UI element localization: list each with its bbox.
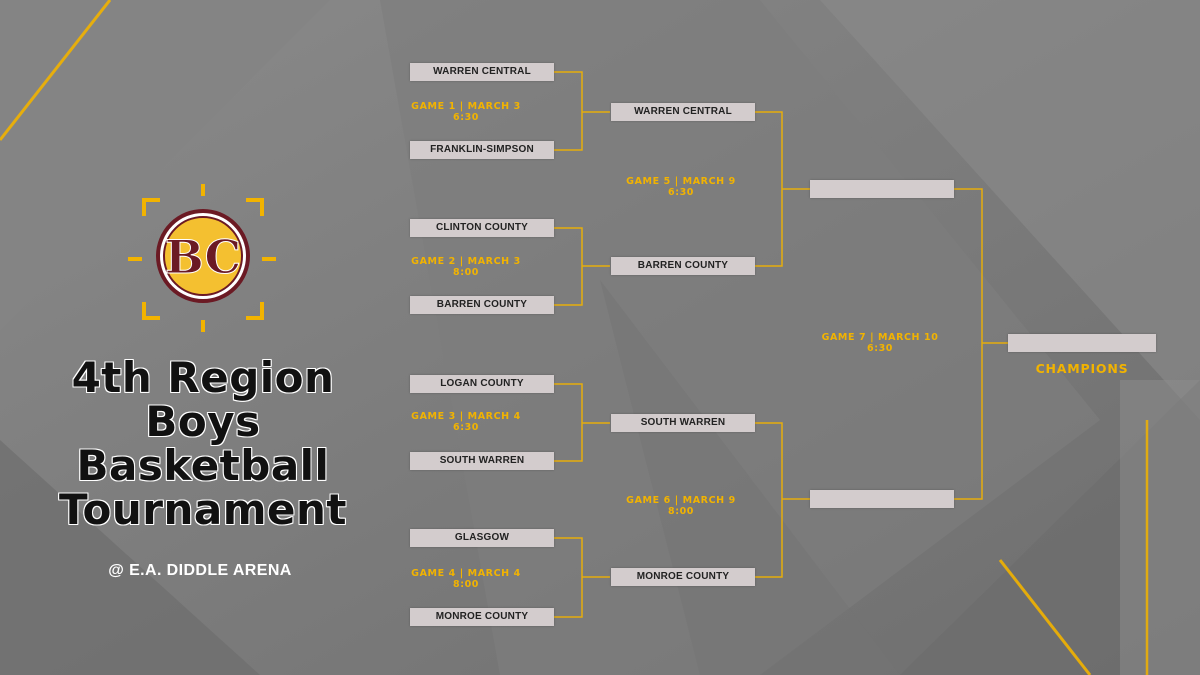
game-label: GAME 6 | MARCH 9 8:00 (601, 495, 761, 517)
game-time: 8:00 (452, 267, 480, 278)
bracket-slot-r2-4: MONROE COUNTY (611, 568, 755, 586)
svg-text:BC: BC (165, 230, 241, 284)
game-date: GAME 3 | MARCH 4 (411, 411, 521, 422)
focus-frame-icon (128, 184, 276, 332)
game-label: GAME 1 | MARCH 3 6:30 (386, 101, 546, 123)
team-logo: BC (128, 184, 278, 334)
game-label: GAME 4 | MARCH 4 8:00 (386, 568, 546, 590)
bracket-slot-r1-5: LOGAN COUNTY (410, 375, 554, 393)
title-line: 4th Region (71, 353, 335, 402)
bracket-slot-r1-6: SOUTH WARREN (410, 452, 554, 470)
game-date: GAME 5 | MARCH 9 (626, 176, 736, 187)
game-date: GAME 2 | MARCH 3 (411, 256, 521, 267)
game-time: 6:30 (866, 343, 894, 354)
game-label: GAME 3 | MARCH 4 6:30 (386, 411, 546, 433)
game-time: 8:00 (667, 506, 695, 517)
game-time: 6:30 (452, 112, 480, 123)
game-label: GAME 2 | MARCH 3 8:00 (386, 256, 546, 278)
venue-label: @ E.A. DIDDLE ARENA (108, 562, 292, 579)
bracket-slot-r1-1: WARREN CENTRAL (410, 63, 554, 81)
game-date: GAME 6 | MARCH 9 (626, 495, 736, 506)
game-label: GAME 7 | MARCH 10 6:30 (800, 332, 960, 354)
bracket-slot-r1-4: BARREN COUNTY (410, 296, 554, 314)
game-time: 6:30 (452, 422, 480, 433)
game-date: GAME 1 | MARCH 3 (411, 101, 521, 112)
bracket-slot-r1-7: GLASGOW (410, 529, 554, 547)
bracket-slot-r2-3: SOUTH WARREN (611, 414, 755, 432)
title-line: Tournament (58, 485, 347, 534)
tournament-title: 4th Region Boys Basketball Tournament (28, 356, 378, 532)
title-line: Basketball (76, 441, 330, 490)
bracket-slot-r3-1 (810, 180, 954, 198)
bracket-slot-r3-2 (810, 490, 954, 508)
champion-slot (1008, 334, 1156, 352)
game-date: GAME 4 | MARCH 4 (411, 568, 521, 579)
game-label: GAME 5 | MARCH 9 6:30 (601, 176, 761, 198)
title-line: Boys (145, 397, 261, 446)
bracket-slot-r2-2: BARREN COUNTY (611, 257, 755, 275)
champions-label: CHAMPIONS (1035, 361, 1129, 376)
bracket-slot-r1-3: CLINTON COUNTY (410, 219, 554, 237)
bracket-slot-r2-1: WARREN CENTRAL (611, 103, 755, 121)
game-time: 6:30 (667, 187, 695, 198)
game-date: GAME 7 | MARCH 10 (821, 332, 939, 343)
bracket-slot-r1-2: FRANKLIN-SIMPSON (410, 141, 554, 159)
game-time: 8:00 (452, 579, 480, 590)
bracket-slot-r1-8: MONROE COUNTY (410, 608, 554, 626)
